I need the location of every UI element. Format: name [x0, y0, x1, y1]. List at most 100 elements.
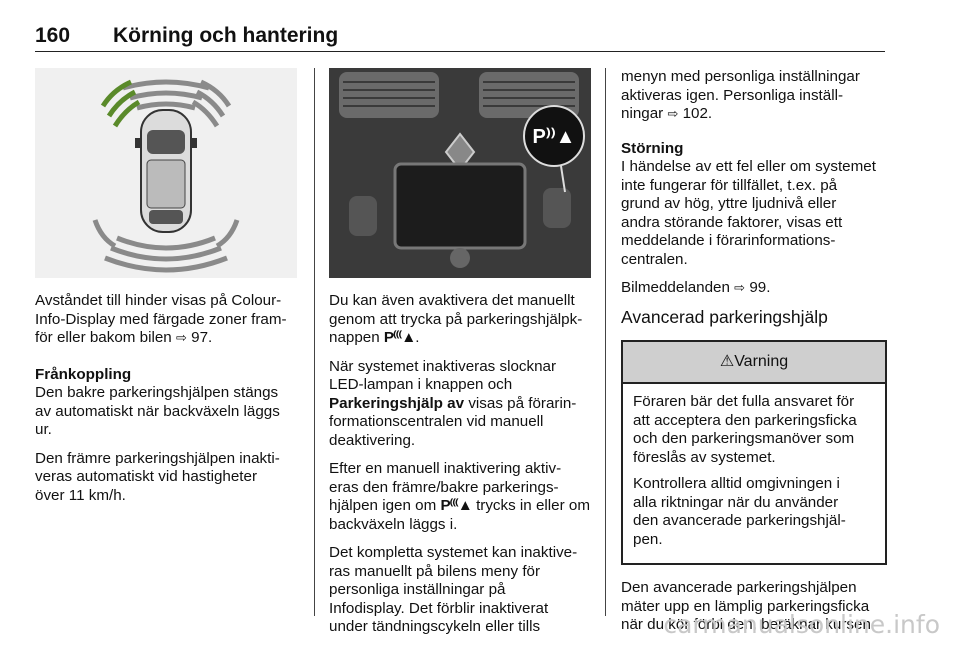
- text-line: Den främre parkeringshjälpen inakti-: [35, 449, 280, 467]
- text-line: backväxeln läggs i.: [329, 515, 458, 533]
- text-line: andra störande faktorer, visas ett: [621, 213, 843, 231]
- page-ref-arrow-icon[interactable]: ⇨: [176, 330, 187, 345]
- watermark: carmanualsonline.info: [663, 610, 940, 639]
- text-line: aktiveras igen. Personliga inställ-: [621, 86, 844, 104]
- column-3: menyn med personliga inställningar aktiv…: [621, 68, 887, 645]
- svg-text:P⁾⁾▲: P⁾⁾▲: [533, 126, 576, 148]
- text-line: Infodisplay. Det förblir inaktiverat: [329, 599, 549, 617]
- page-ref-link[interactable]: 102.: [682, 105, 713, 122]
- page-title: Körning och hantering: [113, 24, 339, 47]
- text-fragment: för eller bakom bilen: [35, 329, 172, 346]
- text-fragment: hjälpen igen om: [329, 497, 437, 514]
- text-line: Det kompletta systemet kan inaktive-: [329, 544, 578, 561]
- text-line: över 11 km/h.: [35, 486, 126, 504]
- text-line: ras manuellt på bilens meny för: [329, 562, 541, 580]
- page-ref-arrow-icon[interactable]: ⇨: [667, 106, 679, 121]
- column-divider-1: [314, 68, 315, 616]
- text-line: föreslås av systemet.: [633, 448, 776, 466]
- warning-box: ⚠Varning Föraren bär det fulla ansvaret …: [621, 340, 887, 565]
- text-line: Efter en manuell inaktivering aktiv-: [329, 460, 562, 477]
- text-line: personliga inställningar på: [329, 581, 506, 598]
- text-fragment: visas på förarin-: [468, 394, 577, 412]
- text-line: Parkeringshjälp av visas på förarin-: [329, 395, 594, 414]
- text-line: Du kan även avaktivera det manuellt: [329, 292, 575, 309]
- text-line: alla riktningar när du använder: [633, 493, 839, 511]
- text-line: Den avancerade parkeringshjälpen: [621, 579, 857, 596]
- dashboard-figure: P⁾⁾▲: [329, 68, 591, 278]
- text-line: deaktivering.: [329, 431, 416, 449]
- text-fragment: Bilmeddelanden: [621, 279, 730, 296]
- text-line: Bilmeddelanden ⇨ 99.: [621, 279, 887, 298]
- text-line: inte fungerar för tillfället, t.ex. på: [621, 176, 838, 194]
- paragraph-led-off: När systemet inaktiveras slocknar LED-la…: [329, 358, 594, 451]
- paragraph-distance: Avståndet till hinder visas på Colour- I…: [35, 292, 300, 348]
- car-top-view-icon: [92, 79, 240, 273]
- paragraph-reactivation: Efter en manuell inaktivering aktiv- era…: [329, 460, 594, 534]
- column-2: Du kan även avaktivera det manuellt geno…: [329, 292, 594, 647]
- paragraph-vehicle-messages: Bilmeddelanden ⇨ 99.: [621, 279, 887, 298]
- warning-body: Föraren bär det fulla ansvaret för att a…: [623, 384, 885, 563]
- text-line: nappen P⁽⁽⁽▲.: [329, 329, 594, 348]
- text-line: under tändningscykeln eller tills: [329, 618, 541, 635]
- page-header: 160 Körning och hantering: [35, 20, 885, 50]
- text-line: mäter upp en lämplig parkeringsficka: [621, 597, 870, 615]
- paragraph-storning: Störning I händelse av ett fel eller om …: [621, 140, 887, 270]
- text-line: När systemet inaktiveras slocknar: [329, 357, 557, 375]
- text-line: för eller bakom bilen ⇨ 97.: [35, 329, 300, 348]
- warning-paragraph-2: Kontrollera alltid omgivningen i alla ri…: [633, 475, 875, 549]
- column-divider-2: [605, 68, 606, 616]
- text-line: formationscentralen vid manuell: [329, 413, 544, 430]
- page-ref-arrow-icon[interactable]: ⇨: [734, 280, 746, 295]
- parking-zones-figure: [35, 68, 297, 278]
- text-line: I händelse av ett fel eller om systemet: [621, 158, 876, 175]
- text-line: pen.: [633, 530, 663, 548]
- paragraph-settings-menu: menyn med personliga inställningar aktiv…: [621, 68, 887, 124]
- subheading-frankoppling: Frånkoppling: [35, 365, 132, 383]
- page-number: 160: [35, 24, 71, 47]
- column-1: Avståndet till hinder visas på Colour- I…: [35, 292, 300, 515]
- warning-header: ⚠Varning: [623, 342, 885, 384]
- text-line: hjälpen igen om P⁽⁽⁽▲ trycks in eller om: [329, 497, 594, 516]
- header-divider: [35, 51, 885, 52]
- paragraph-frankoppling: Frånkoppling Den bakre parkeringshjälpen…: [35, 366, 300, 440]
- text-line: och den parkeringsmanöver som: [633, 430, 855, 447]
- paragraph-advanced-parking: Den avancerade parkeringshjälpen mäter u…: [621, 579, 887, 635]
- page-ref-link[interactable]: 97.: [191, 329, 213, 346]
- text-line: Info-Display med färgade zoner fram-: [35, 310, 287, 328]
- text-line: ningar ⇨ 102.: [621, 105, 887, 124]
- text-line: att acceptera den parkeringsficka: [633, 411, 857, 429]
- text-fragment: nappen: [329, 329, 380, 346]
- text-line: ur.: [35, 421, 52, 438]
- text-line: när du kör förbi den, beräknar kursen: [621, 616, 871, 633]
- text-fragment: trycks in eller om: [476, 497, 590, 514]
- warning-icon: ⚠: [719, 353, 735, 370]
- section-title-advanced-parking: Avancerad parkeringshjälp: [621, 306, 828, 327]
- text-line: Föraren bär det fulla ansvaret för: [633, 393, 855, 410]
- paragraph-front-deactivation: Den främre parkeringshjälpen inakti- ver…: [35, 450, 300, 506]
- text-line: centralen.: [621, 250, 688, 268]
- text-line: eras den främre/bakre parkerings-: [329, 478, 559, 496]
- dashboard-illustration-icon: P⁾⁾▲: [329, 68, 591, 278]
- text-line: Den bakre parkeringshjälpen stängs: [35, 384, 279, 401]
- text-line: Kontrollera alltid omgivningen i: [633, 475, 840, 492]
- text-line: Avståndet till hinder visas på Colour-: [35, 292, 282, 309]
- text-line: menyn med personliga inställningar: [621, 68, 860, 85]
- park-assist-icon: P⁽⁽⁽▲: [383, 329, 416, 346]
- text-line: LED-lampan i knappen och: [329, 376, 513, 393]
- park-assist-icon: P⁽⁽⁽▲: [440, 497, 472, 514]
- text-line: av automatiskt när backväxeln läggs: [35, 402, 280, 420]
- warning-title: Varning: [734, 353, 789, 370]
- text-fragment: .: [415, 329, 420, 346]
- text-line: veras automatiskt vid hastigheter: [35, 468, 258, 485]
- warning-paragraph-1: Föraren bär det fulla ansvaret för att a…: [633, 393, 875, 467]
- text-line: grund av hög, yttre ljudnivå eller: [621, 195, 837, 212]
- paragraph-manual-deactivate: Du kan även avaktivera det manuellt geno…: [329, 292, 594, 348]
- paragraph-complete-system: Det kompletta systemet kan inaktive- ras…: [329, 544, 594, 637]
- subheading-storning: Störning: [621, 139, 684, 157]
- text-fragment: ningar: [621, 105, 664, 122]
- text-line: den avancerade parkeringshjäl-: [633, 512, 846, 529]
- message-text: Parkeringshjälp av: [329, 394, 465, 412]
- page-ref-link[interactable]: 99.: [749, 279, 771, 296]
- text-line: meddelande i förarinformations-: [621, 232, 836, 249]
- text-line: genom att trycka på parkeringshjälpk-: [329, 310, 583, 328]
